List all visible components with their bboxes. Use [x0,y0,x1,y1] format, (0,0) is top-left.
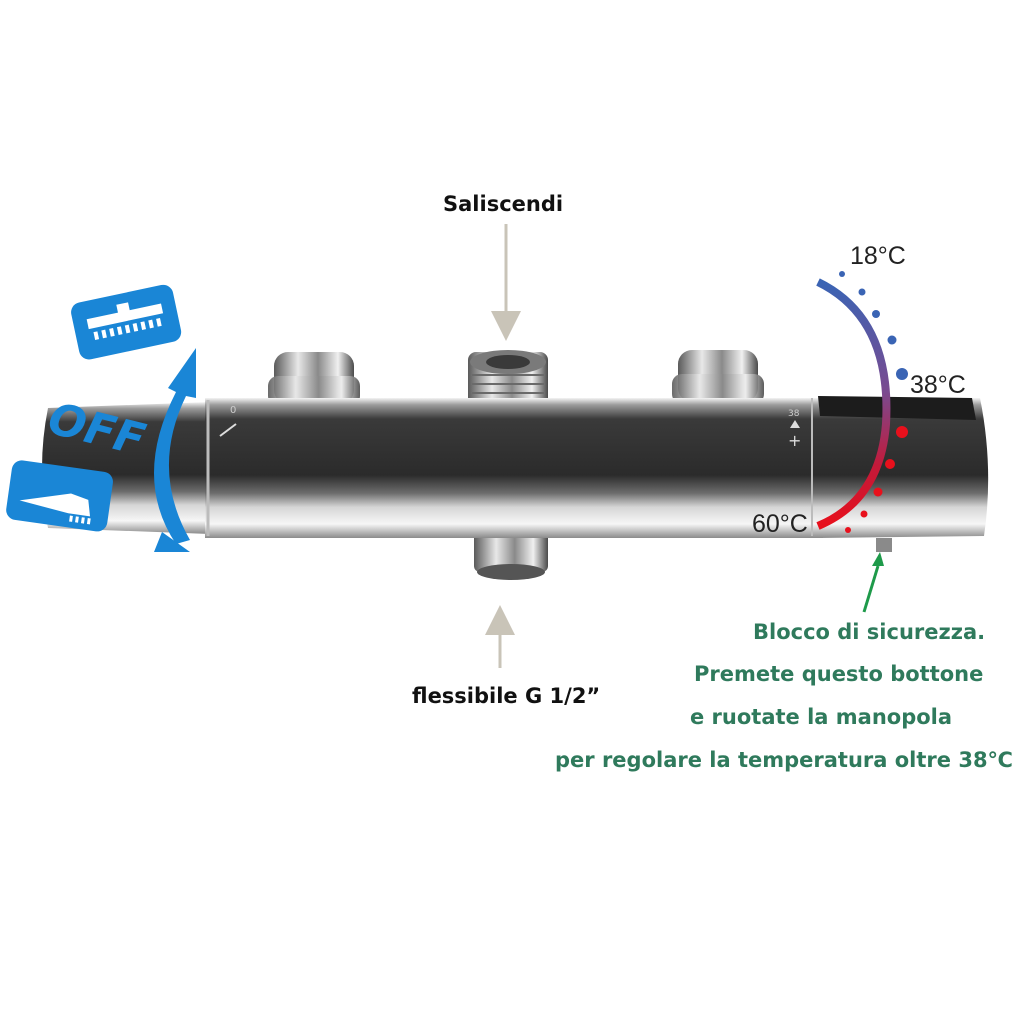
temperature-dot [858,288,866,296]
temp-label-60: 60°C [752,510,808,538]
temp-label-38: 38°C [910,371,966,399]
temperature-dot [839,271,845,277]
right-inlet-nut [672,350,764,404]
temperature-dot [896,426,908,438]
diverter-rotation-arrow [154,348,196,552]
left-inlet-nut [268,352,360,406]
safety-note-line-1: Blocco di sicurezza. [753,620,986,644]
temperature-dot [873,487,883,497]
temp-label-18: 18°C [850,242,906,270]
safety-note-line-4: per regolare la temperatura oltre 38℃ [555,748,1013,772]
temperature-scale [816,271,908,533]
temperature-dot [845,527,851,533]
svg-text:0: 0 [230,405,236,416]
safety-note-line-3: e ruotate la manopola [690,705,953,729]
temperature-dot [860,510,868,518]
svg-text:38: 38 [788,409,800,419]
shower-head-icon [71,284,182,360]
temperature-dot [896,368,908,380]
svg-text:+: + [788,431,801,450]
temperature-dot [885,459,895,469]
top-outlet-label: Saliscendi [443,192,564,216]
hand-shower-icon [6,460,113,532]
bottom-outlet-fitting [474,532,548,580]
safety-note-line-2: Premete questo bottone [694,662,984,686]
safety-button-arrow [862,552,884,613]
temperature-dot [887,335,897,345]
temperature-dot [872,310,880,318]
bottom-outlet-label: flessibile G 1/2” [412,684,601,708]
